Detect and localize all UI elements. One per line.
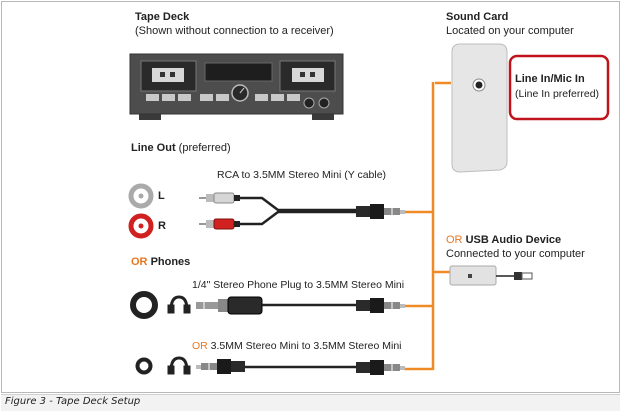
tape-deck-title: Tape Deck <box>135 11 190 23</box>
sound-card-title: Sound Card <box>446 11 509 23</box>
rca-jack-left <box>128 183 154 209</box>
usb-heading: OR USB Audio Device <box>446 234 561 246</box>
usb-subtitle: Connected to your computer <box>446 248 585 260</box>
tape-deck <box>129 53 344 120</box>
rca-cable-label: RCA to 3.5MM Stereo Mini (Y cable) <box>217 169 387 181</box>
rca-y-cable <box>199 192 405 230</box>
rca-left-label: L <box>158 190 165 202</box>
phones-or: OR <box>131 256 148 268</box>
rca-jack-right <box>128 213 154 239</box>
headphones-icon <box>167 295 191 314</box>
tape-deck-setup-diagram <box>128 43 610 375</box>
line-in-highlight-box <box>508 54 610 121</box>
usb-or: OR <box>446 234 463 246</box>
phone-jack-mini <box>135 357 153 375</box>
phones-title: Phones <box>150 256 191 268</box>
usb-audio-device <box>449 265 533 286</box>
mini-cable-label: 3.5MM Stereo Mini to 3.5MM Stereo Mini <box>210 340 402 352</box>
caption-bar: Figure 3 - Tape Deck Setup <box>1 394 620 411</box>
mini-cable-heading: OR 3.5MM Stereo Mini to 3.5MM Stereo Min… <box>192 340 402 352</box>
line-in-port-note: (Line In preferred) <box>515 88 600 100</box>
sound-card-subtitle: Located on your computer <box>446 25 574 37</box>
line-in-port-label: Line In/Mic In <box>515 73 585 85</box>
usb-title: USB Audio Device <box>465 234 562 246</box>
line-out-note: (preferred) <box>178 142 231 154</box>
tape-deck-subtitle: (Shown without connection to a receiver) <box>135 25 334 37</box>
mini-to-mini-cable <box>196 359 405 375</box>
quarter-inch-cable-label: 1/4" Stereo Phone Plug to 3.5MM Stereo M… <box>192 279 405 291</box>
line-out-heading: Line Out (preferred) <box>131 142 231 154</box>
line-out-title: Line Out <box>131 142 176 154</box>
rca-right-label: R <box>158 220 166 232</box>
phone-jack-quarter-inch <box>130 291 158 319</box>
phones-heading: OR Phones <box>131 256 190 268</box>
headphones-icon-small <box>167 356 191 375</box>
quarter-inch-to-mini-cable <box>196 296 405 315</box>
sound-card <box>451 43 508 173</box>
orange-wiring <box>404 81 451 371</box>
mini-cable-or: OR <box>192 340 208 352</box>
figure-caption: Figure 3 - Tape Deck Setup <box>5 396 141 407</box>
